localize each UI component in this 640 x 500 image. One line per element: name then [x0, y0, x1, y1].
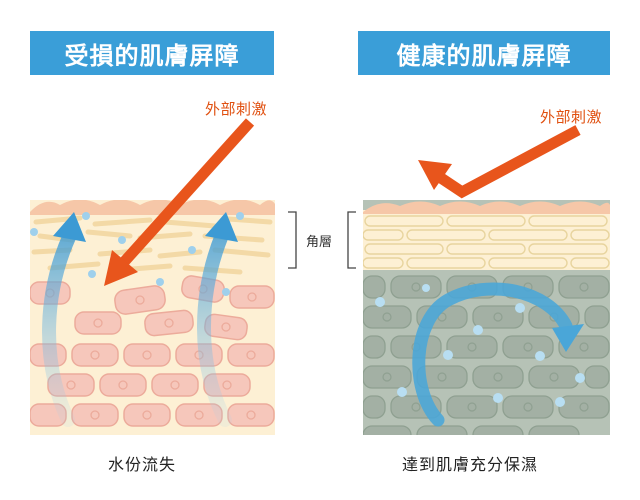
- healthy-skin-cross-section: [363, 200, 610, 435]
- external-stimulus-label-damaged: 外部刺激: [205, 100, 268, 118]
- stratum-bracket: [288, 211, 356, 269]
- damaged-panel-title: 受損的肌膚屏障: [30, 31, 274, 75]
- moisture-loss-arrow-right: [197, 228, 232, 427]
- moisture-loss-arrow-left: [42, 228, 77, 427]
- damaged-caption: 水份流失: [108, 455, 177, 474]
- healthy-caption: 達到肌膚充分保濕: [402, 455, 539, 474]
- moisture-retention-arrow: [412, 282, 573, 427]
- healthy-panel-title: 健康的肌膚屏障: [358, 31, 610, 75]
- external-stimulus-arrow-damaged: [104, 118, 255, 286]
- external-stimulus-arrow-healthy: [418, 125, 581, 199]
- stratum-corneum-label: 角層: [306, 235, 333, 250]
- external-stimulus-label-healthy: 外部刺激: [540, 108, 603, 126]
